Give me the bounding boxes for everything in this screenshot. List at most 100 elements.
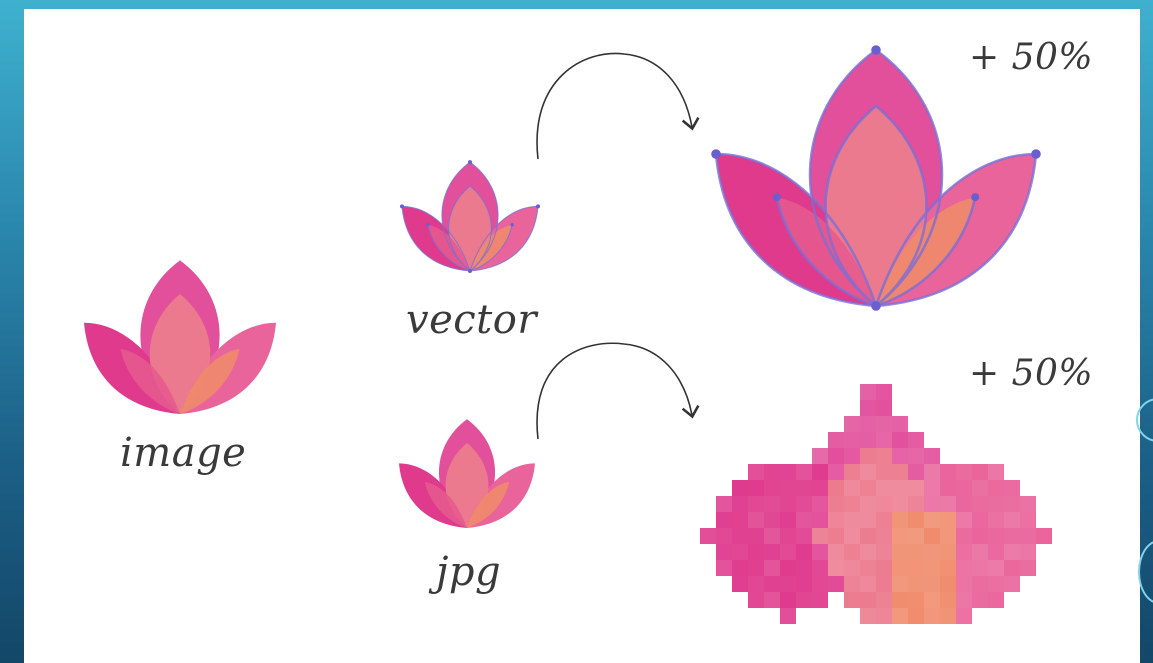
pixel-block <box>908 528 924 544</box>
pixel-block <box>956 544 972 560</box>
pixel-block <box>796 480 812 496</box>
pixel-block <box>844 544 860 560</box>
pixel-block <box>860 496 876 512</box>
pixel-block <box>972 592 988 608</box>
pixel-block <box>956 464 972 480</box>
pixel-block <box>844 528 860 544</box>
slide-panel: image vector jpg + 50% + 50% <box>24 9 1140 663</box>
pixel-block <box>988 560 1004 576</box>
pixel-block <box>908 608 924 624</box>
pixel-block <box>876 496 892 512</box>
pixel-block <box>1004 528 1020 544</box>
pixel-block <box>924 464 940 480</box>
pixel-block <box>828 528 844 544</box>
pixel-block <box>716 496 732 512</box>
pixel-block <box>812 528 828 544</box>
pixel-block <box>892 528 908 544</box>
pixel-block <box>828 448 844 464</box>
pixel-block <box>972 512 988 528</box>
pixel-block <box>892 464 908 480</box>
pixel-block <box>908 464 924 480</box>
pixel-block <box>844 512 860 528</box>
pixel-block <box>956 496 972 512</box>
pixel-block <box>716 528 732 544</box>
pixel-block <box>828 432 844 448</box>
pixel-block <box>908 592 924 608</box>
pixel-block <box>780 528 796 544</box>
pixel-block <box>764 576 780 592</box>
pixel-block <box>956 560 972 576</box>
pixel-block <box>924 608 940 624</box>
pixel-block <box>812 480 828 496</box>
pixel-block <box>988 496 1004 512</box>
pixel-block <box>828 544 844 560</box>
pixel-block <box>748 576 764 592</box>
pixel-block <box>844 496 860 512</box>
pixel-block <box>924 592 940 608</box>
pixel-block <box>924 576 940 592</box>
pixel-block <box>844 480 860 496</box>
pixel-block <box>764 480 780 496</box>
pixel-block <box>812 592 828 608</box>
pixel-block <box>732 576 748 592</box>
pixel-block <box>1004 512 1020 528</box>
pixel-block <box>796 528 812 544</box>
pixel-block <box>828 512 844 528</box>
pixel-block <box>764 592 780 608</box>
pixel-block <box>780 464 796 480</box>
pixel-block <box>988 528 1004 544</box>
pixel-block <box>796 512 812 528</box>
pixel-block <box>780 496 796 512</box>
pixel-block <box>1004 560 1020 576</box>
pixel-block <box>732 560 748 576</box>
pixel-block <box>748 496 764 512</box>
pixel-block <box>1020 496 1036 512</box>
pixel-block <box>844 432 860 448</box>
pixel-block <box>844 448 860 464</box>
pixel-block <box>860 400 876 416</box>
pixel-block <box>812 544 828 560</box>
pixel-block <box>812 496 828 512</box>
pixel-block <box>1004 496 1020 512</box>
pixel-block <box>764 560 780 576</box>
pixel-block <box>908 480 924 496</box>
pixel-block <box>732 496 748 512</box>
pixel-block <box>924 560 940 576</box>
pixel-block <box>1020 512 1036 528</box>
pixel-block <box>924 448 940 464</box>
pixel-block <box>972 480 988 496</box>
pixel-block <box>988 576 1004 592</box>
pixel-block <box>972 544 988 560</box>
pixel-block <box>764 496 780 512</box>
pixel-block <box>796 496 812 512</box>
pixel-block <box>876 608 892 624</box>
pixel-block <box>908 448 924 464</box>
pixel-block <box>892 544 908 560</box>
jpg-scale-label: + 50% <box>969 353 1093 394</box>
pixel-block <box>732 480 748 496</box>
pixel-block <box>956 608 972 624</box>
pixel-block <box>876 528 892 544</box>
pixel-block <box>892 480 908 496</box>
pixel-block <box>892 512 908 528</box>
pixel-block <box>892 608 908 624</box>
pixel-block <box>876 592 892 608</box>
pixel-block <box>908 560 924 576</box>
pixel-block <box>892 496 908 512</box>
pixel-block <box>732 544 748 560</box>
pixel-block <box>796 544 812 560</box>
pixel-block <box>1036 528 1052 544</box>
pixel-block <box>748 544 764 560</box>
pixel-block <box>780 512 796 528</box>
pixel-block <box>876 448 892 464</box>
pixel-block <box>844 560 860 576</box>
pixel-block <box>828 560 844 576</box>
pixel-block <box>764 544 780 560</box>
pixel-block <box>844 592 860 608</box>
pixel-block <box>860 416 876 432</box>
pixel-block <box>764 464 780 480</box>
pixel-block <box>908 496 924 512</box>
pixel-block <box>940 464 956 480</box>
pixel-block <box>988 544 1004 560</box>
pixel-block <box>780 592 796 608</box>
